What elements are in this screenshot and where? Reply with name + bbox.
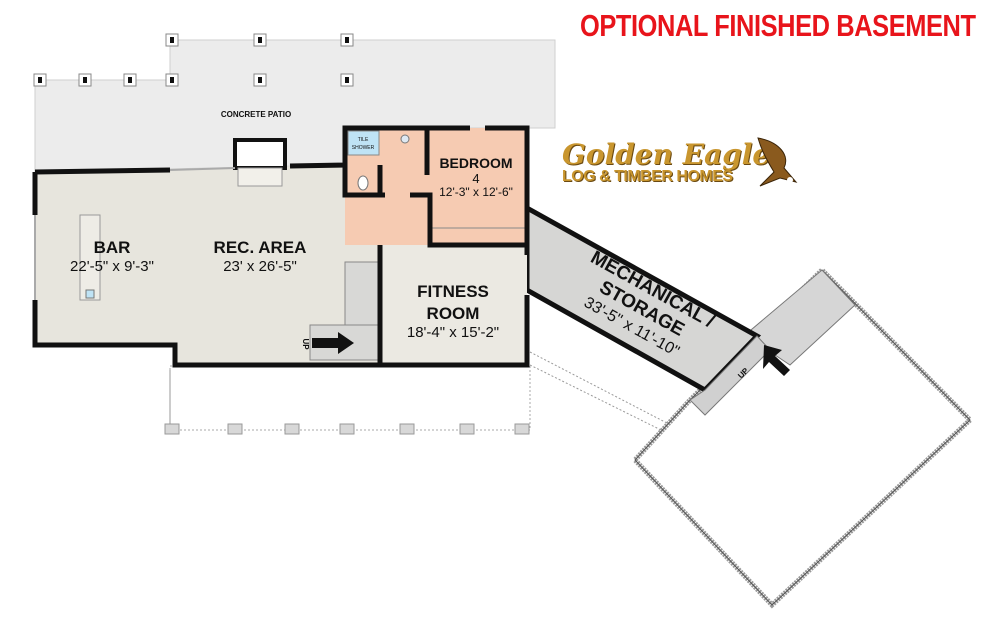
bedroom-label: BEDROOM — [439, 155, 512, 171]
logo-line-2: LOG & TIMBER HOMES — [562, 168, 733, 185]
sink-icon — [400, 134, 410, 144]
mechanical-storage-room: MECHANICAL / STORAGE 33'-5" x 11'-10" UP — [524, 203, 790, 416]
walls — [32, 125, 530, 368]
logo-line-1: Golden Eagle — [562, 138, 771, 171]
up-arrow-icon — [312, 332, 354, 354]
main-floor: TILE SHOWER UP — [32, 125, 530, 368]
bedroom-size: 12'-3" x 12'-6" — [439, 185, 513, 199]
bar-counter — [79, 214, 101, 301]
toilet-icon — [357, 175, 369, 191]
shower-label-1: TILE — [358, 137, 369, 143]
plan-title: OPTIONAL FINISHED BASEMENT — [580, 8, 976, 43]
fitness-label-2: ROOM — [427, 304, 480, 323]
shower-label-2: SHOWER — [352, 145, 375, 151]
up-arrow-icon — [763, 345, 790, 376]
upper-deck — [631, 266, 974, 609]
bar-label: BAR — [94, 238, 131, 257]
rec-area-size: 23' x 26'-5" — [223, 258, 297, 275]
bar-size: 22'-5" x 9'-3" — [70, 258, 154, 275]
tile-shower — [347, 130, 380, 156]
bedroom-number: 4 — [472, 171, 479, 186]
fitness-label-1: FITNESS — [417, 282, 489, 301]
fitness-room — [380, 245, 527, 365]
patio-label: CONCRETE PATIO — [221, 110, 291, 119]
basement-stairs: UP — [301, 261, 381, 361]
fitness-size: 18'-4" x 15'-2" — [407, 324, 499, 341]
fireplace — [233, 138, 287, 170]
concrete-patio: CONCRETE PATIO — [33, 33, 556, 173]
eagle-icon — [757, 137, 798, 187]
closet — [429, 227, 528, 245]
rec-area-label: REC. AREA — [214, 238, 307, 257]
up-label-left: UP — [301, 338, 310, 350]
company-logo: Golden Eagle LOG & TIMBER HOMES — [560, 137, 798, 198]
